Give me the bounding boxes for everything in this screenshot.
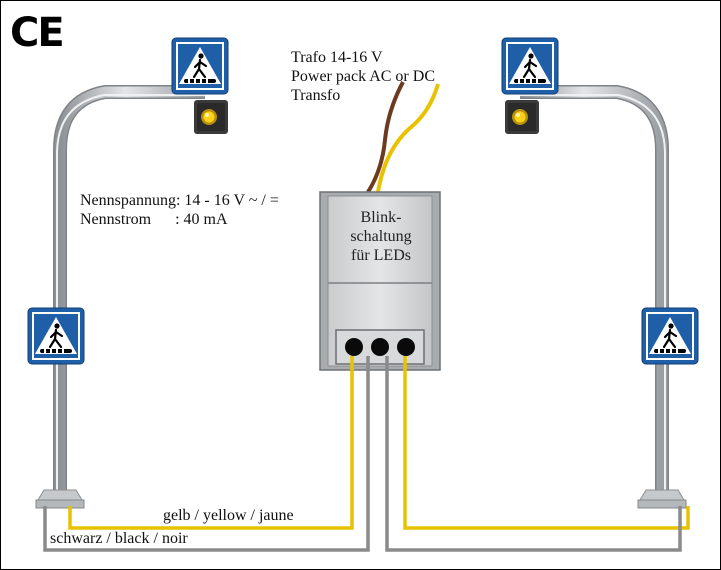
power-label-1: Trafo 14-16 V	[291, 49, 383, 66]
left-top-crosswalk-sign	[170, 36, 230, 96]
module-label-line1: Blink-	[360, 209, 402, 226]
yellow-wire-label: gelb / yellow / jaune	[163, 507, 294, 524]
power-input-wires	[366, 81, 440, 194]
left-traffic-pole	[35, 85, 205, 509]
module-label-line2: schaltung	[350, 228, 412, 245]
right-top-crosswalk-sign	[500, 36, 560, 96]
ce-mark: CE	[10, 10, 65, 56]
black-output-wires	[43, 356, 682, 552]
power-label-3: Transfo	[291, 87, 341, 104]
rated-current-label: Nennstrom : 40 mA	[80, 211, 228, 228]
black-wire-label: schwarz / black / noir	[50, 530, 188, 547]
module-label: Blink- schaltung für LEDs	[339, 208, 423, 265]
blink-module	[319, 191, 441, 371]
left-blink-lamp	[194, 100, 228, 134]
right-blink-lamp	[505, 100, 539, 134]
module-label-line3: für LEDs	[351, 247, 411, 264]
power-label-2: Power pack AC or DC	[291, 68, 435, 85]
right-pole-crosswalk-sign	[640, 306, 700, 366]
right-traffic-pole	[520, 85, 687, 509]
left-pole-crosswalk-sign	[26, 306, 86, 366]
rated-voltage-label: Nennspannung: 14 - 16 V ~ / =	[80, 192, 279, 209]
yellow-output-wires	[68, 356, 690, 530]
